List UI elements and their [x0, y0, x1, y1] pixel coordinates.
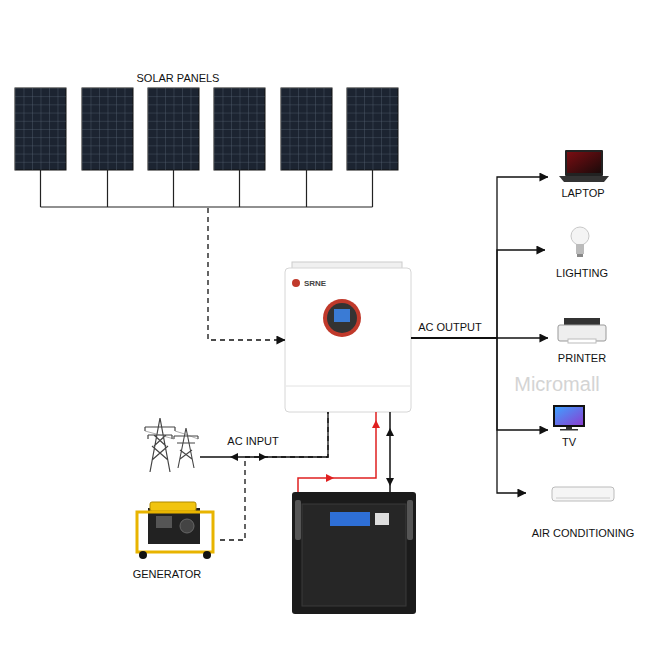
power-line — [145, 431, 198, 439]
load-device: LIGHTING — [545, 222, 619, 280]
panel-cells — [347, 88, 398, 170]
solar-panel — [281, 88, 332, 170]
power-pylon — [174, 428, 198, 468]
connector — [411, 177, 548, 338]
connector — [220, 412, 328, 540]
node-label: GENERATOR — [133, 568, 202, 581]
hybrid-inverter: SRNE — [285, 263, 411, 412]
node-label: AIR CONDITIONING — [532, 527, 635, 540]
printer-paper — [568, 339, 596, 343]
connector — [411, 250, 545, 338]
generator: GENERATOR — [128, 500, 220, 584]
generator-wheel — [203, 551, 211, 559]
tv-screen — [555, 407, 583, 425]
load-device: LAPTOP — [548, 145, 618, 203]
inverter-display — [327, 303, 357, 333]
node-label: SRNE — [304, 279, 326, 289]
solar-panel — [82, 88, 133, 170]
panel-cells — [148, 88, 199, 170]
bulb-base — [576, 244, 584, 254]
connector — [411, 338, 526, 493]
air-conditioner-vent — [556, 498, 610, 499]
panel-cells — [82, 88, 133, 170]
generator-pulley — [180, 519, 194, 533]
generator-frame — [137, 512, 213, 552]
inverter-screen — [334, 309, 350, 322]
load-device: AIR CONDITIONING — [526, 482, 640, 542]
inverter-seam — [286, 386, 410, 387]
battery-switch — [375, 513, 389, 525]
connector — [208, 208, 285, 340]
battery-wire-positive — [298, 412, 376, 492]
line-label: AC INPUT — [227, 435, 278, 448]
power-pylon — [145, 418, 175, 472]
solar-panel — [347, 88, 398, 170]
arrowhead — [230, 453, 238, 461]
generator-tank — [150, 502, 196, 511]
line-label: AC OUTPUT — [418, 321, 482, 334]
arrowhead — [326, 474, 334, 482]
node-label: LAPTOP — [561, 187, 604, 200]
logo-mark — [292, 279, 300, 287]
tv-foot — [560, 429, 578, 431]
node-label: SOLAR PANELS — [137, 72, 220, 85]
battery-handle — [295, 500, 301, 540]
laptop-icon — [565, 150, 603, 176]
battery-case — [292, 492, 416, 614]
battery-handle — [407, 500, 413, 540]
watermark: Micromall — [514, 372, 600, 396]
panel-cells — [281, 88, 332, 170]
generator-wheel — [139, 551, 147, 559]
solar-panel — [214, 88, 265, 170]
laptop-screen — [567, 152, 601, 173]
arrowhead — [386, 428, 394, 436]
panel-cells — [15, 88, 66, 170]
solar-panel — [148, 88, 199, 170]
node-label: PRINTER — [558, 352, 606, 365]
node-label: LIGHTING — [556, 267, 608, 280]
arrowhead — [372, 420, 380, 428]
tv-icon — [553, 405, 585, 427]
inverter-display-ring — [323, 299, 361, 337]
bulb-icon — [571, 227, 589, 245]
bulb-tip — [577, 254, 583, 257]
generator-panel — [156, 516, 172, 528]
arrowhead — [386, 478, 394, 486]
node-label: TV — [562, 436, 576, 449]
solar-panel — [15, 88, 66, 170]
panel-wiring — [41, 170, 373, 207]
ac-input-wire — [200, 412, 328, 457]
air-conditioner-icon — [552, 487, 614, 501]
inverter-body — [285, 268, 411, 412]
connector — [411, 338, 548, 430]
battery-display — [330, 512, 370, 526]
laptop-base — [559, 176, 609, 182]
solar-array: SOLAR PANELS — [12, 70, 404, 208]
load-device: PRINTER — [548, 312, 618, 367]
load-device: TV — [548, 402, 618, 450]
panel-cells — [214, 88, 265, 170]
battery-front — [302, 504, 406, 606]
